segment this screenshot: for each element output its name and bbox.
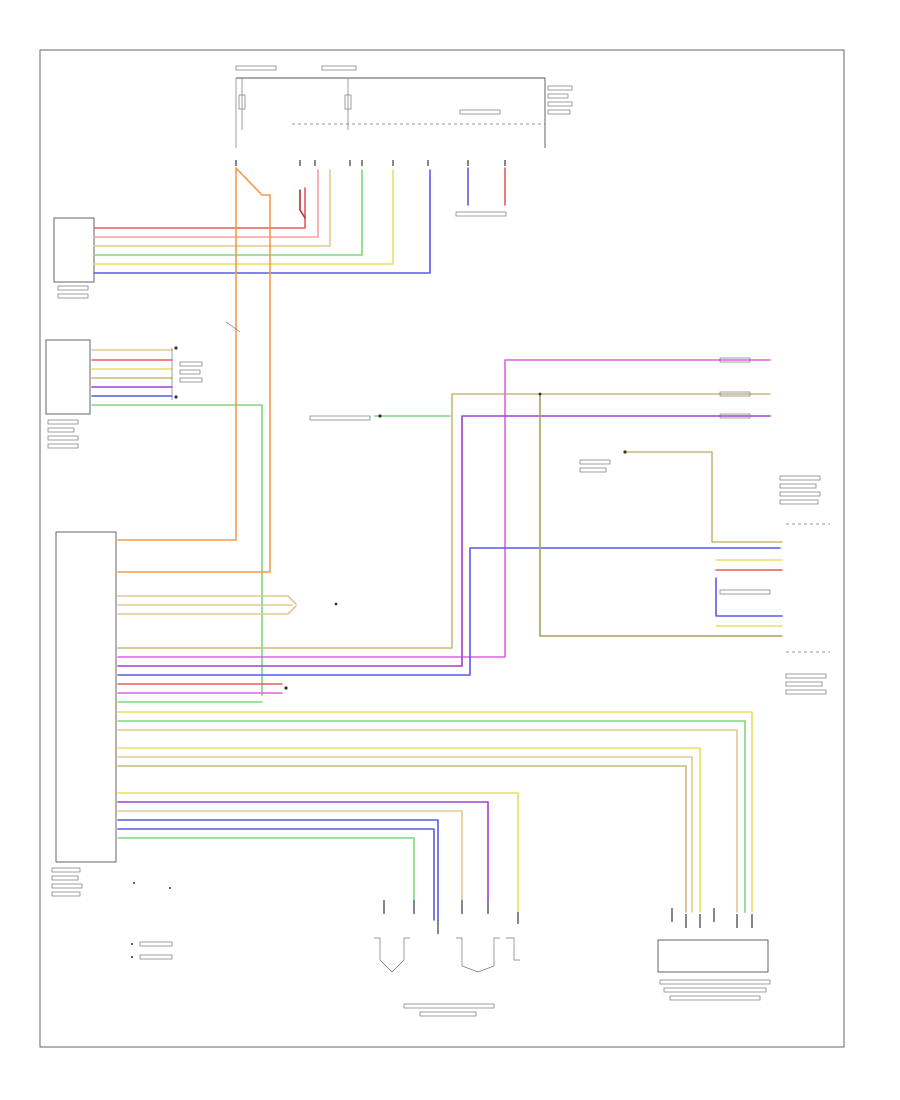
switch-cluster-wires bbox=[93, 167, 507, 274]
main-harness-wires bbox=[117, 359, 781, 921]
wire-pink-1 bbox=[93, 169, 319, 238]
switch-cluster-module bbox=[53, 217, 95, 299]
throttle-sensor bbox=[374, 900, 520, 1017]
wire-dark-red-1 bbox=[299, 189, 306, 219]
pedal-sensor bbox=[657, 908, 771, 1001]
right-harness-wires bbox=[309, 357, 830, 695]
wire-tan-1 bbox=[93, 169, 331, 247]
left-middle-module bbox=[45, 339, 178, 449]
diagram-border bbox=[39, 49, 845, 1048]
fuse-box-connectors bbox=[235, 160, 506, 166]
wire-green-1 bbox=[93, 169, 363, 256]
orange-feed-wires bbox=[117, 167, 271, 573]
legend bbox=[131, 882, 173, 960]
main-control-module bbox=[51, 531, 117, 897]
wire-yellow-1 bbox=[93, 169, 394, 265]
fuse-relay-box bbox=[235, 65, 573, 148]
wire-red-1 bbox=[93, 187, 306, 229]
left-middle-wires bbox=[91, 348, 263, 696]
wire-blue-1 bbox=[93, 169, 431, 274]
sensor-group-wires bbox=[117, 595, 338, 615]
